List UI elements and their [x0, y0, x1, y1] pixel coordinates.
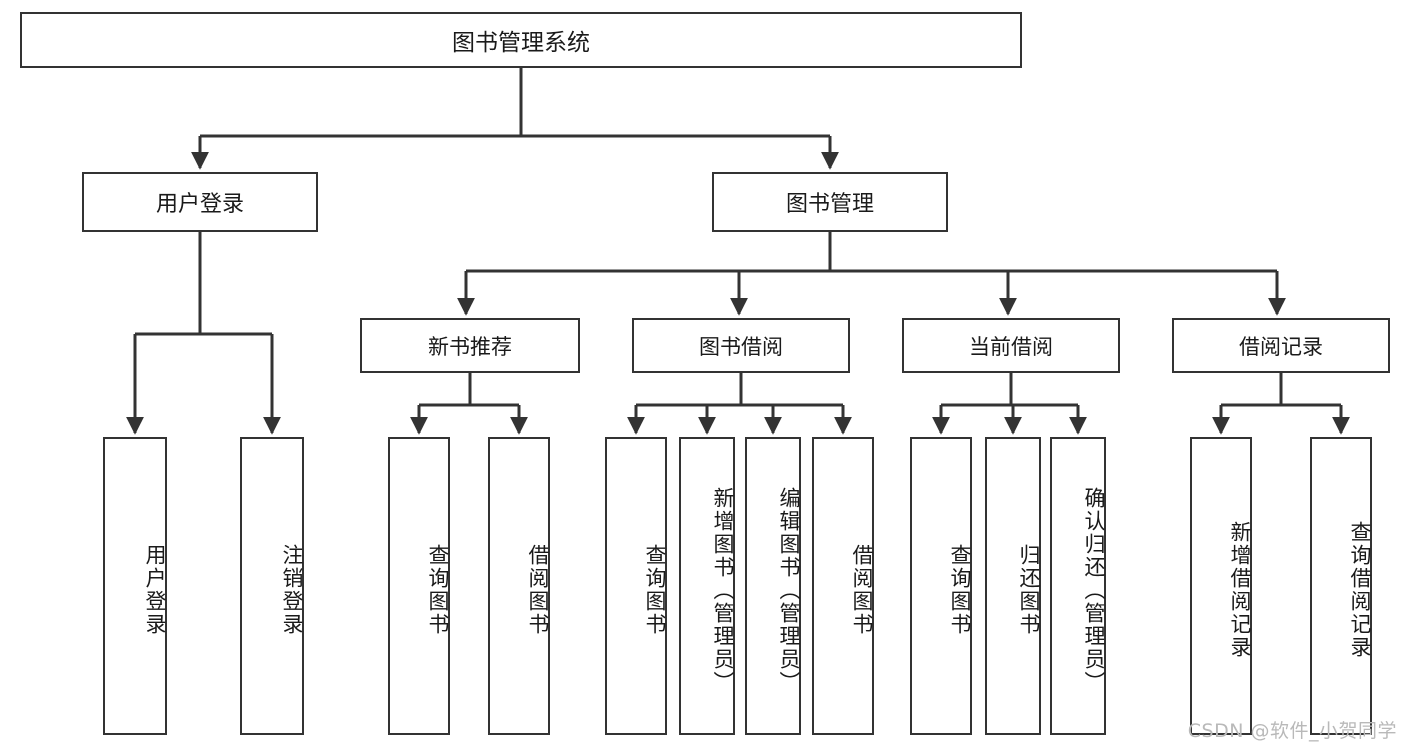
node-leaf-query-books-newbooks[interactable]: 查询图书 — [388, 437, 450, 735]
node-label: 编辑图书（管理员） — [777, 486, 801, 694]
node-leaf-edit-book-admin[interactable]: 编辑图书（管理员） — [745, 437, 801, 735]
node-label: 用户登录 — [143, 544, 167, 636]
node-leaf-query-borrow-record[interactable]: 查询借阅记录 — [1310, 437, 1372, 735]
node-leaf-query-books-current[interactable]: 查询图书 — [910, 437, 972, 735]
node-leaf-borrow-books-newbooks[interactable]: 借阅图书 — [488, 437, 550, 735]
node-label: 图书管理 — [785, 192, 874, 217]
node-label: 查询图书 — [643, 544, 667, 636]
node-book-management[interactable]: 图书管理 — [712, 172, 948, 232]
node-label: 注销登录 — [280, 544, 304, 636]
node-leaf-query-books-borrow[interactable]: 查询图书 — [605, 437, 667, 735]
node-root-system[interactable]: 图书管理系统 — [20, 12, 1022, 68]
node-leaf-add-borrow-record[interactable]: 新增借阅记录 — [1190, 437, 1252, 735]
node-leaf-add-book-admin[interactable]: 新增图书（管理员） — [679, 437, 735, 735]
node-label: 图书管理系统 — [452, 30, 590, 56]
node-label: 新书推荐 — [428, 334, 512, 359]
watermark: CSDN @软件_小贺同学 — [1187, 720, 1397, 742]
node-user-login[interactable]: 用户登录 — [82, 172, 318, 232]
node-label: 新增借阅记录 — [1228, 521, 1252, 659]
node-leaf-user-login[interactable]: 用户登录 — [103, 437, 167, 735]
node-label: 新增图书（管理员） — [711, 486, 735, 694]
node-leaf-confirm-return-admin[interactable]: 确认归还（管理员） — [1050, 437, 1106, 735]
node-label: 借阅记录 — [1239, 334, 1323, 359]
node-book-borrow[interactable]: 图书借阅 — [632, 318, 850, 373]
node-leaf-return-books[interactable]: 归还图书 — [985, 437, 1041, 735]
node-label: 当前借阅 — [969, 334, 1053, 359]
node-borrow-records[interactable]: 借阅记录 — [1172, 318, 1390, 373]
node-label: 归还图书 — [1017, 544, 1041, 636]
node-label: 借阅图书 — [850, 544, 874, 636]
node-leaf-borrow-books[interactable]: 借阅图书 — [812, 437, 874, 735]
node-label: 用户登录 — [155, 192, 244, 217]
node-label: 查询图书 — [948, 544, 972, 636]
node-new-book-recommend[interactable]: 新书推荐 — [360, 318, 580, 373]
node-label: 查询图书 — [426, 544, 450, 636]
node-label: 借阅图书 — [526, 544, 550, 636]
node-leaf-logout[interactable]: 注销登录 — [240, 437, 304, 735]
node-label: 查询借阅记录 — [1348, 521, 1372, 659]
node-label: 图书借阅 — [699, 334, 783, 359]
node-label: 确认归还（管理员） — [1082, 486, 1106, 694]
node-current-borrow[interactable]: 当前借阅 — [902, 318, 1120, 373]
